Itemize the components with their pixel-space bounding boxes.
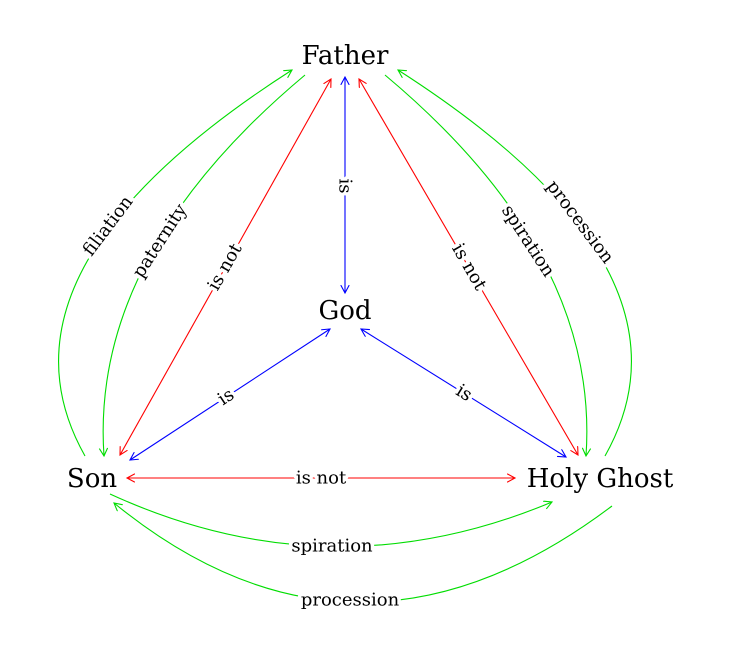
edge-procession-holy-ghost-to-son: [114, 503, 613, 603]
node-son: Son: [67, 464, 117, 494]
edge-label-father-god-is: is: [335, 179, 356, 194]
edge-label-spiration-bottom: spiration: [291, 536, 373, 557]
edge-label-procession-bottom: procession: [301, 590, 400, 611]
edge-label-son-god-is: is: [214, 384, 238, 410]
edge-label-spiration-right: spiration: [497, 201, 559, 281]
edge-label-father-holy-ghost-is-not: is not: [447, 240, 491, 295]
edge-label-filiation: filiation: [79, 192, 138, 261]
node-holy-ghost: Holy Ghost: [527, 464, 674, 494]
node-father: Father: [302, 41, 389, 71]
edge-spiration-son-to-holy-ghost: [109, 493, 552, 548]
edge-filiation-son-to-father: [58, 70, 292, 457]
edge-label-paternity: paternity: [128, 200, 192, 282]
edge-holy-ghost-god-is: [361, 329, 566, 457]
edge-procession-holy-ghost-to-father: [398, 70, 632, 457]
edge-label-father-son-is-not: is not: [203, 239, 246, 294]
edge-label-procession-right: procession: [542, 176, 618, 268]
node-god: God: [318, 296, 371, 326]
edge-label-holy-ghost-god-is: is: [452, 380, 476, 406]
edge-label-son-holy-ghost-is-not: is not: [296, 468, 347, 489]
edge-son-god-is: [130, 329, 330, 460]
